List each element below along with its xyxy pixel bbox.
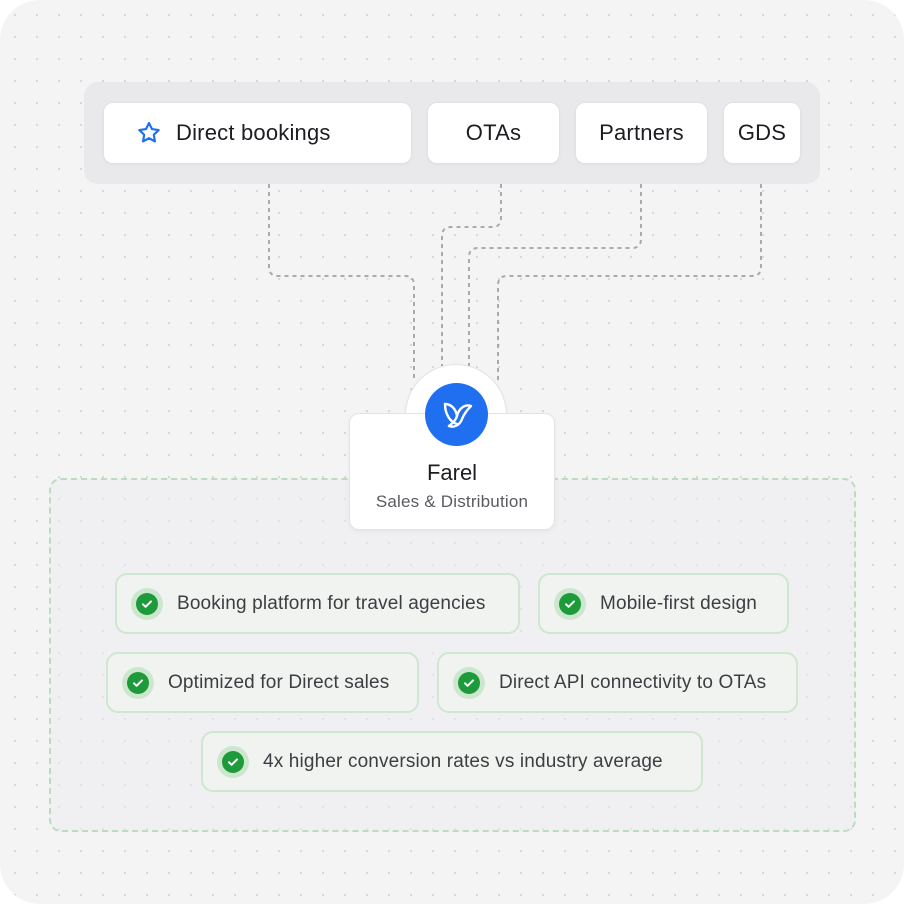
star-icon <box>136 120 162 146</box>
channel-partners[interactable]: Partners <box>575 102 708 164</box>
feature-label: Direct API connectivity to OTAs <box>499 671 767 693</box>
hub-subtitle: Sales & Distribution <box>375 492 529 511</box>
feature-label: 4x higher conversion rates vs industry a… <box>263 750 663 772</box>
channel-gds[interactable]: GDS <box>723 102 801 164</box>
check-icon <box>122 666 154 699</box>
connector-partners <box>468 184 642 370</box>
feature-pill: Direct API connectivity to OTAs <box>437 652 798 713</box>
check-icon <box>554 587 586 620</box>
channel-direct-bookings[interactable]: Direct bookings <box>103 102 412 164</box>
check-icon <box>453 666 485 699</box>
feature-label: Optimized for Direct sales <box>168 671 390 693</box>
farel-logo-icon <box>425 383 488 446</box>
check-icon <box>131 587 163 620</box>
channel-gds-label: GDS <box>737 120 787 145</box>
feature-pill: Booking platform for travel agencies <box>115 573 520 634</box>
check-icon <box>217 745 249 778</box>
feature-pill: Mobile-first design <box>538 573 789 634</box>
feature-pill: Optimized for Direct sales <box>106 652 419 713</box>
channel-otas-label: OTAs <box>465 120 522 145</box>
connector-otas <box>441 184 502 370</box>
channel-direct-label: Direct bookings <box>176 120 331 145</box>
channel-partners-label: Partners <box>599 120 684 145</box>
feature-label: Booking platform for travel agencies <box>177 592 486 614</box>
connector-direct <box>268 184 415 380</box>
channel-otas[interactable]: OTAs <box>427 102 560 164</box>
hub-title: Farel <box>426 460 478 485</box>
connector-gds <box>497 184 762 380</box>
feature-pill: 4x higher conversion rates vs industry a… <box>201 731 703 792</box>
feature-label: Mobile-first design <box>600 592 758 614</box>
channels-bar: Direct bookings OTAs Partners GDS <box>84 82 820 184</box>
